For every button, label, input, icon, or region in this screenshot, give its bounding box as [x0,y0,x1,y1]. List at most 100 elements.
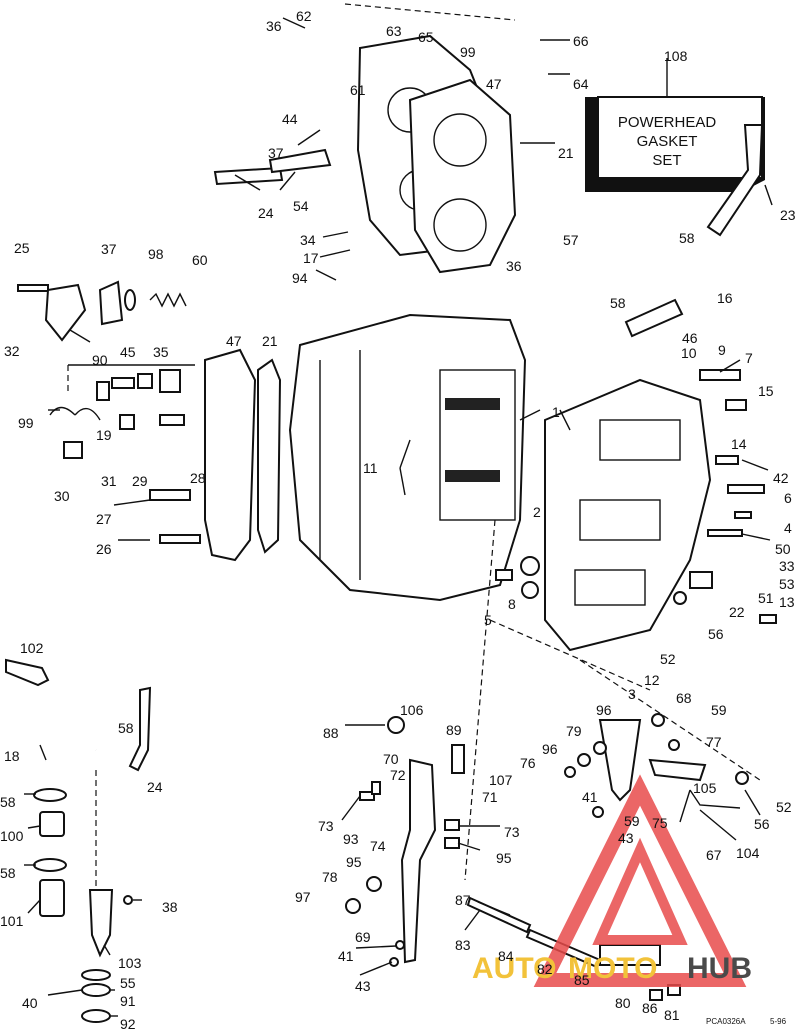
callout-97: 97 [295,889,311,905]
callout-52: 52 [660,651,676,667]
callout-14: 14 [731,436,747,452]
callout-89: 89 [446,722,462,738]
callout-11: 11 [363,460,378,476]
callout-59: 59 [624,813,640,829]
callout-101: 101 [0,913,24,929]
callout-65: 65 [418,29,434,45]
throttle-linkage [5,658,741,1023]
callout-30: 30 [54,488,70,504]
callout-6: 6 [784,490,792,506]
exhaust-cover [204,348,282,562]
callout-10: 10 [681,345,697,361]
callout-3: 3 [628,686,636,702]
callout-31: 31 [101,473,117,489]
callout-45: 45 [120,344,136,360]
callout-90: 90 [92,352,108,368]
callout-36: 36 [506,258,522,274]
callout-88: 88 [323,725,339,741]
callout-103: 103 [118,955,142,971]
callout-56: 56 [754,816,770,832]
callout-41: 41 [582,789,598,805]
callout-25: 25 [14,240,30,256]
callout-76: 76 [520,755,536,771]
callout-4: 4 [784,520,792,536]
callout-34: 34 [300,232,316,248]
cylinder-head-gasket [408,78,517,274]
callout-66: 66 [573,33,589,49]
callout-77: 77 [706,734,722,750]
callout-107: 107 [489,772,513,788]
callout-58: 58 [0,794,16,810]
callout-18: 18 [4,748,20,764]
callout-71: 71 [482,789,498,805]
callout-33: 33 [779,558,795,574]
callout-61: 61 [350,82,366,98]
callout-80: 80 [615,995,631,1011]
callout-82: 82 [537,961,553,977]
callout-15: 15 [758,383,774,399]
callout-24: 24 [258,205,274,221]
callout-42: 42 [773,470,789,486]
callout-86: 86 [642,1000,658,1016]
callout-92: 92 [120,1016,136,1029]
callout-19: 19 [96,427,112,443]
callout-57: 57 [563,232,579,248]
gasket-box-line3: SET [652,152,681,169]
callout-55: 55 [120,975,136,991]
callout-95: 95 [496,850,512,866]
callout-37: 37 [101,241,117,257]
small-hardware [17,280,777,1001]
callout-21: 21 [558,145,574,161]
callout-91: 91 [120,993,136,1009]
callout-38: 38 [162,899,178,915]
callout-37: 37 [268,145,284,161]
powerhead-gasket-set-box: POWERHEAD GASKET SET [585,58,765,192]
callout-27: 27 [96,511,112,527]
callout-36: 36 [266,18,282,34]
callout-21: 21 [262,333,278,349]
callout-35: 35 [153,344,169,360]
callout-12: 12 [644,672,660,688]
callout-87: 87 [455,892,471,908]
gasket-box-line2: GASKET [637,133,698,150]
callout-43: 43 [355,978,371,994]
callout-17: 17 [303,250,319,266]
callout-41: 41 [338,948,354,964]
callout-32: 32 [4,343,20,359]
callout-56: 56 [708,626,724,642]
callout-96: 96 [542,741,558,757]
callout-69: 69 [355,929,371,945]
callout-79: 79 [566,723,582,739]
callout-105: 105 [693,780,717,796]
callout-22: 22 [729,604,745,620]
callout-50: 50 [775,541,791,557]
callout-58: 58 [0,865,16,881]
callout-44: 44 [282,111,298,127]
callout-54: 54 [293,198,309,214]
callout-9: 9 [718,342,726,358]
callout-106: 106 [400,702,424,718]
watermark-logo: AUTO MOTO HUB [472,774,752,987]
callout-70: 70 [383,751,399,767]
callout-47: 47 [226,333,242,349]
callout-26: 26 [96,541,112,557]
callout-84: 84 [498,948,514,964]
callout-7: 7 [745,350,753,366]
callout-67: 67 [706,847,722,863]
callout-24: 24 [147,779,163,795]
callout-1: 1 [552,404,560,420]
callout-51: 51 [758,590,774,606]
watermark-hub: HUB [687,952,752,985]
callout-29: 29 [132,473,148,489]
callout-5: 5 [484,612,492,628]
callout-100: 100 [0,828,24,844]
water-hoses [42,124,764,772]
callout-63: 63 [386,23,402,39]
leader-lines [24,3,773,1017]
callout-74: 74 [370,838,386,854]
crankcase-cover [544,378,712,652]
callout-62: 62 [296,8,312,24]
callout-72: 72 [390,767,406,783]
